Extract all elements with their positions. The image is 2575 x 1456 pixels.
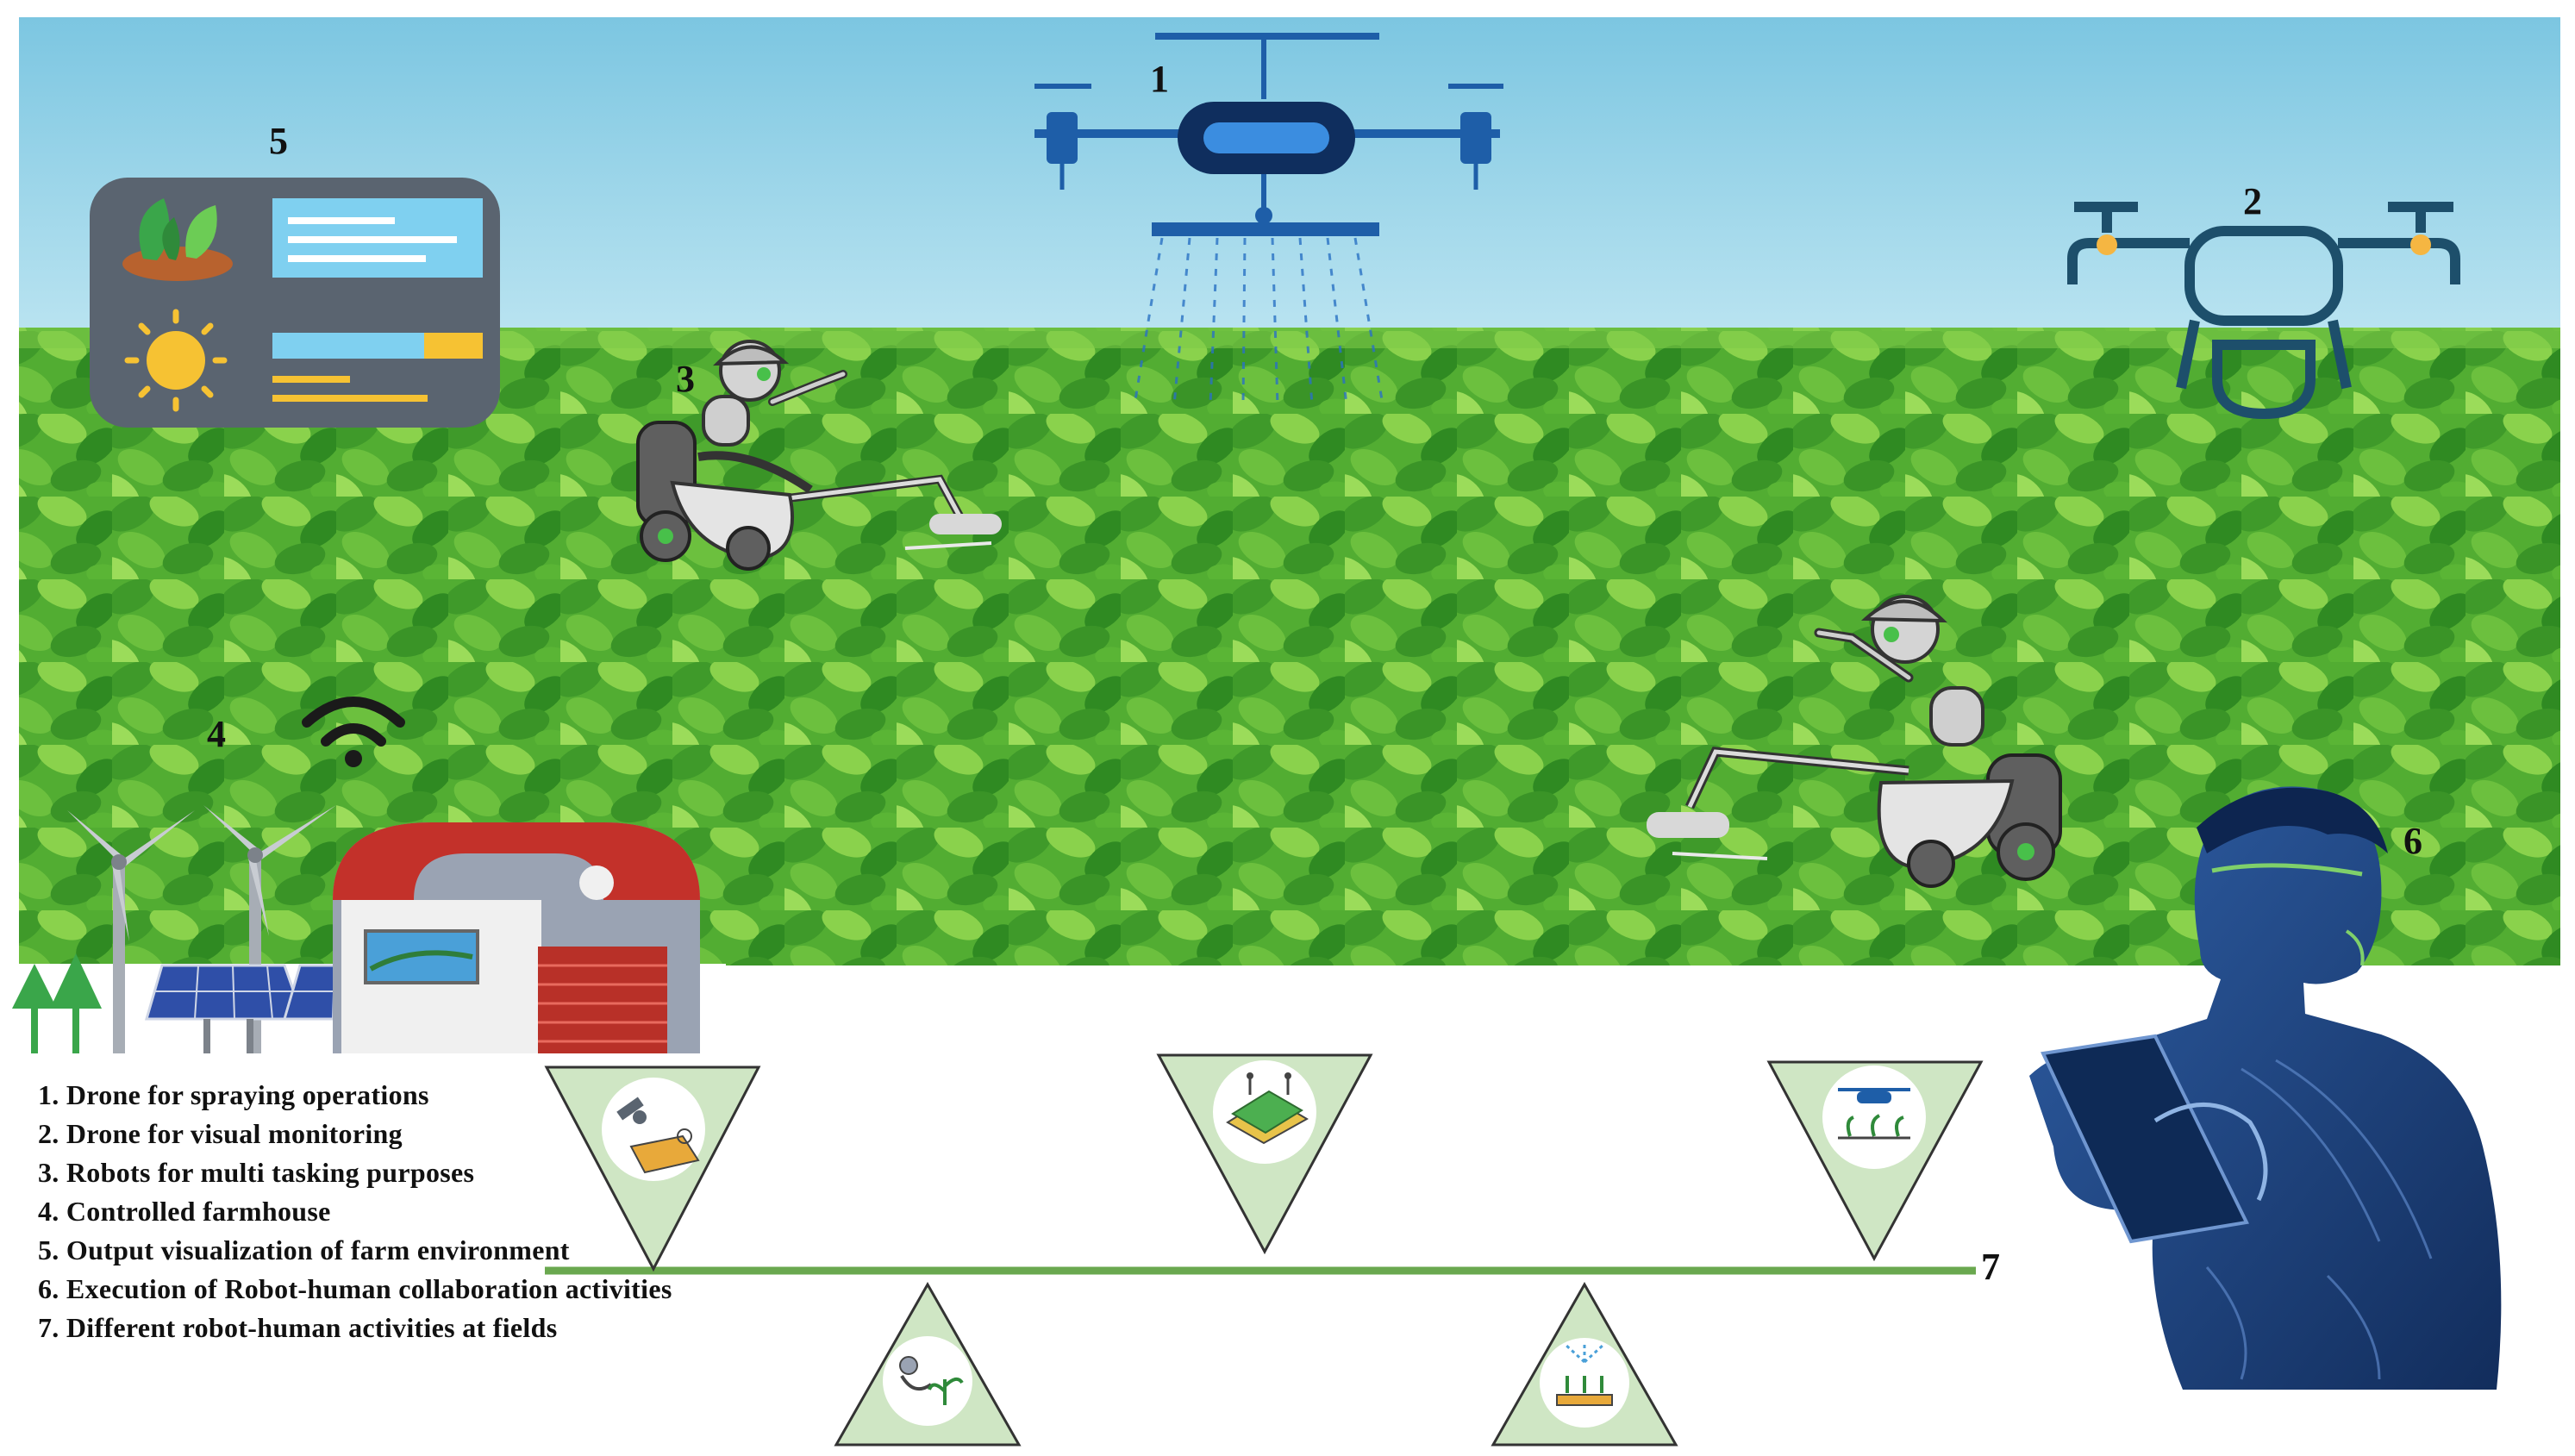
legend-item-4: 4. Controlled farmhouse [38,1196,331,1227]
human-with-tablet-icon [2029,786,2502,1390]
wifi-icon [302,697,405,747]
irrigation-icon [1556,1341,1613,1406]
marker-2: 2 [2243,180,2262,222]
marker-4: 4 [207,713,226,755]
satellite-field-icon [616,1097,700,1174]
legend-item-2: 2. Drone for visual monitoring [38,1118,403,1149]
activity-triangle-sensors [1156,1053,1373,1255]
dashboard-panel-icon [90,178,500,428]
farm-robot-icon [636,340,1002,571]
marker-1: 1 [1150,58,1169,100]
activity-triangle-satellite [544,1065,761,1272]
farmhouse-icon [333,822,700,1053]
drone-plants-icon [1838,1088,1910,1140]
legend-list: 1. Drone for spraying operations 2. Dron… [38,1076,672,1347]
activity-triangle-irrigation [1491,1281,1678,1447]
spraying-drone-icon [1034,33,1503,406]
activity-triangle-drone-plants [1766,1060,1984,1262]
marker-3: 3 [676,358,695,400]
farm-robot-icon [1647,595,2062,888]
sensor-grid-icon [1226,1072,1309,1145]
monitoring-drone-icon [2067,202,2460,420]
legend-item-6: 6. Execution of Robot-human collaboratio… [38,1273,672,1304]
marker-7: 7 [1981,1246,2000,1288]
legend-item-7: 7. Different robot-human activities at f… [38,1312,558,1343]
robot-plant-icon [899,1356,964,1405]
wind-turbine-icon [67,805,336,1053]
tree-icon [12,953,102,1053]
legend-item-1: 1. Drone for spraying operations [38,1079,429,1110]
legend-item-3: 3. Robots for multi tasking purposes [38,1157,475,1188]
legend-item-5: 5. Output visualization of farm environm… [38,1234,570,1265]
activity-triangle-robot-plants [834,1281,1022,1447]
marker-5: 5 [269,120,288,162]
marker-6: 6 [2403,820,2422,862]
